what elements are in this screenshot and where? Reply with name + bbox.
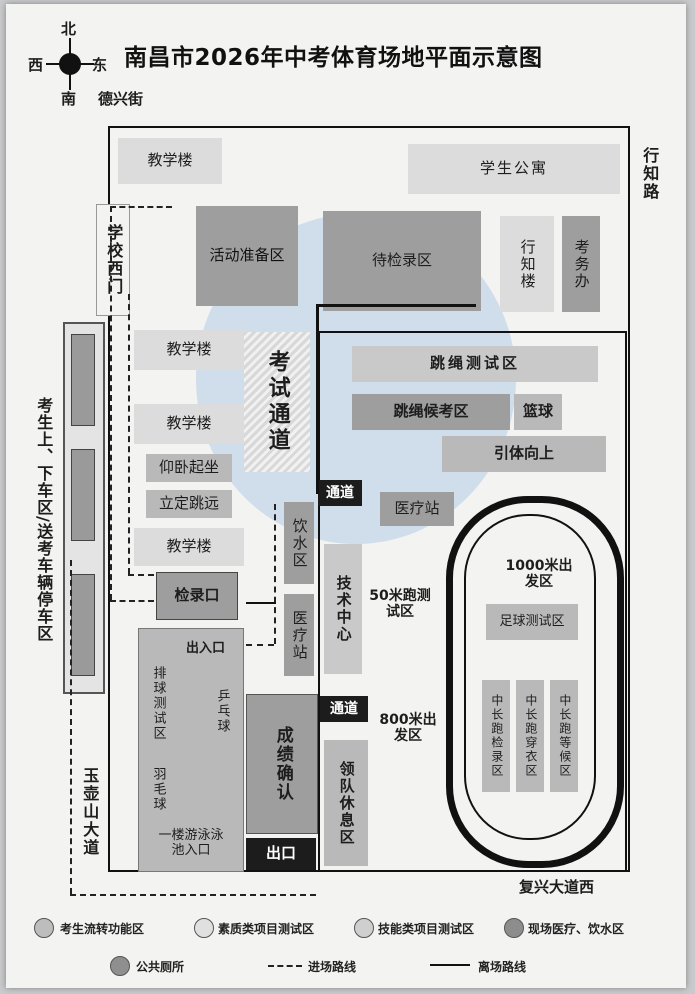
teaching-building-3: 教学楼 xyxy=(134,404,244,444)
teaching-building-2: 教学楼 xyxy=(134,330,244,370)
dropoff-zone-label: 考生上、下车区/送考车辆停车区 xyxy=(34,396,54,642)
legend-toilet-label: 公共厕所 xyxy=(136,960,185,974)
track-inner xyxy=(464,514,596,840)
legend-skill-icon xyxy=(354,918,374,938)
legend-quality-icon xyxy=(194,918,214,938)
entry-route xyxy=(110,206,112,600)
street-xingzhi: 行知路 xyxy=(640,147,660,201)
exit-entrance-label: 出入口 xyxy=(186,641,226,656)
legend-skill-label: 技能类项目测试区 xyxy=(378,922,475,936)
west-gate: 学校西门 xyxy=(96,204,130,316)
rope-wait-area: 跳绳候考区 xyxy=(352,394,510,430)
exit-route xyxy=(316,304,476,307)
exam-channel: 考试通道 xyxy=(244,332,310,472)
legend-exit-icon xyxy=(430,964,470,966)
street-dexing: 德兴街 xyxy=(98,90,144,108)
water-area: 饮水区 xyxy=(284,502,314,584)
rope-test-area: 跳绳测试区 xyxy=(352,346,598,382)
parked-car-3 xyxy=(71,574,95,676)
teaching-building-4: 教学楼 xyxy=(134,528,244,566)
run-1000m-start: 1000米出发区 xyxy=(505,557,573,590)
entry-route xyxy=(246,644,274,646)
legend-entry-icon xyxy=(268,965,302,967)
medical-station-1: 医疗站 xyxy=(380,492,454,526)
entry-route xyxy=(274,504,276,644)
tech-center: 技术中心 xyxy=(324,544,362,674)
waiting-check-area: 待检录区 xyxy=(323,211,481,311)
teaching-building-top: 教学楼 xyxy=(118,138,222,184)
volleyball-area: 排球测试区 xyxy=(150,665,166,741)
legend-medical-label: 现场医疗、饮水区 xyxy=(528,922,625,936)
badminton-area: 羽毛球 xyxy=(150,766,166,812)
long-jump-area: 立定跳远 xyxy=(146,490,232,518)
parked-car-2 xyxy=(71,449,95,541)
legend-medical-icon xyxy=(504,918,524,938)
prep-area: 活动准备区 xyxy=(196,206,298,306)
mid-run-check-area: 中长跑检录区 xyxy=(482,680,510,792)
compass-north: 北 xyxy=(61,20,77,38)
football-area: 足球测试区 xyxy=(486,604,578,640)
legend-toilet-icon xyxy=(110,956,130,976)
check-in-gate: 检录口 xyxy=(156,572,238,620)
leader-rest-area: 领队休息区 xyxy=(324,740,368,866)
legend-entry-label: 进场路线 xyxy=(308,960,357,974)
dorm-building: 学生公寓 xyxy=(408,144,620,194)
entry-route xyxy=(110,600,154,602)
legend-flow-icon xyxy=(34,918,54,938)
page-title: 南昌市2026年中考体育场地平面示意图 xyxy=(124,45,543,71)
field-boundary xyxy=(318,331,627,872)
exit-route-south xyxy=(70,560,72,894)
score-confirm-area: 成绩确认 xyxy=(246,694,318,834)
run-800m-start: 800米出发区 xyxy=(379,711,437,744)
legend-flow-label: 考生流转功能区 xyxy=(60,922,145,936)
mid-run-wear-area: 中长跑穿衣区 xyxy=(516,680,544,792)
run-50m-area: 50米跑测试区 xyxy=(369,587,431,620)
compass-east: 东 xyxy=(92,56,108,74)
exit-route xyxy=(316,304,319,494)
exit-gate: 出口 xyxy=(246,838,316,870)
exam-office: 考务办 xyxy=(562,216,600,312)
channel-gate-1: 通道 xyxy=(318,480,362,506)
street-fuxing: 复兴大道西 xyxy=(519,878,595,896)
sports-hall xyxy=(138,628,244,872)
compass-west: 西 xyxy=(28,56,44,74)
entry-route xyxy=(110,206,172,208)
mid-run-wait-area: 中长跑等候区 xyxy=(550,680,578,792)
pullup-area: 引体向上 xyxy=(442,436,606,472)
exit-route xyxy=(246,602,276,604)
legend-exit-label: 离场路线 xyxy=(478,960,527,974)
compass-south: 南 xyxy=(61,90,77,108)
channel-gate-2: 通道 xyxy=(320,696,368,722)
entry-route xyxy=(128,574,154,576)
parked-car-1 xyxy=(71,334,95,426)
pingpong-area: 乒乓球 xyxy=(214,688,230,734)
exit-route-south xyxy=(70,894,316,896)
admin-building: 行知楼 xyxy=(500,216,554,312)
map-sheet: 北 西 东 南 南昌市2026年中考体育场地平面示意图 德兴街 行知路 玉壶山大… xyxy=(6,4,686,988)
street-yuhushan: 玉壶山大道 xyxy=(80,767,100,857)
basketball-area: 篮球 xyxy=(514,394,562,430)
pool-entrance: 一楼游泳泳池入口 xyxy=(158,828,224,858)
medical-station-2: 医疗站 xyxy=(284,594,314,676)
situp-area: 仰卧起坐 xyxy=(146,454,232,482)
compass: 北 西 东 南 xyxy=(26,18,116,108)
legend-quality-label: 素质类项目测试区 xyxy=(218,922,315,936)
entry-route xyxy=(128,294,130,574)
